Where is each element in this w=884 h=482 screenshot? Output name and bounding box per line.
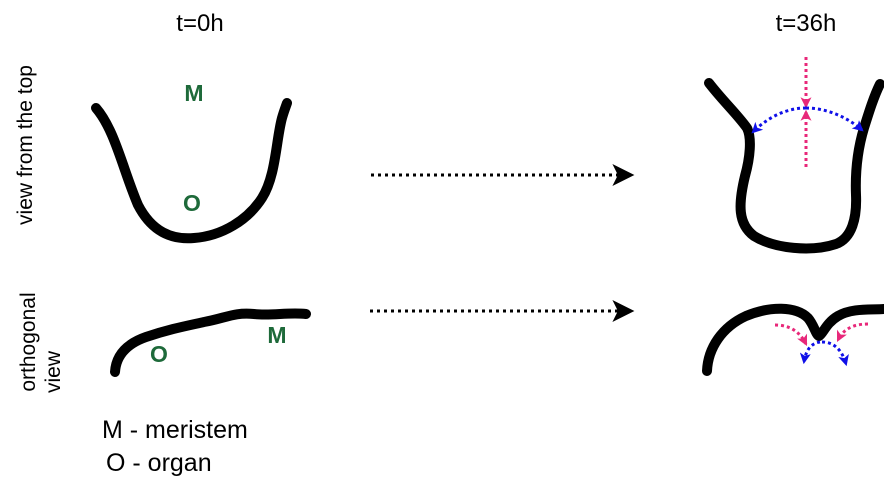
time-label-start: t=0h bbox=[176, 10, 223, 37]
time-label-end: t=36h bbox=[776, 10, 837, 37]
legend-meristem: M - meristem bbox=[102, 416, 248, 444]
bottom-pink-arrow-right bbox=[836, 322, 869, 342]
orthogonal-outline-start bbox=[110, 308, 311, 377]
orthogonal-outline-end bbox=[702, 303, 884, 376]
bottom-pink-arrow-left bbox=[774, 323, 808, 346]
row-label-top-view: view from the top bbox=[14, 65, 37, 225]
row-label-orthogonal-line2: view bbox=[42, 350, 65, 393]
row-label-orthogonal-line1: orthogonal bbox=[17, 292, 40, 391]
top-organ-letter: O bbox=[183, 190, 201, 216]
top-view-outline-end bbox=[704, 78, 884, 254]
legend-organ: O - organ bbox=[106, 449, 212, 477]
top-meristem-letter: M bbox=[184, 80, 203, 106]
bottom-blue-arrow-left bbox=[799, 340, 821, 365]
bottom-meristem-letter: M bbox=[267, 322, 286, 348]
top-blue-arrow-right bbox=[805, 106, 864, 132]
top-blue-arrow-left bbox=[751, 106, 807, 134]
top-view-outline-start bbox=[91, 98, 292, 244]
bottom-blue-arrow-right bbox=[821, 340, 849, 367]
bottom-organ-letter: O bbox=[150, 341, 168, 367]
